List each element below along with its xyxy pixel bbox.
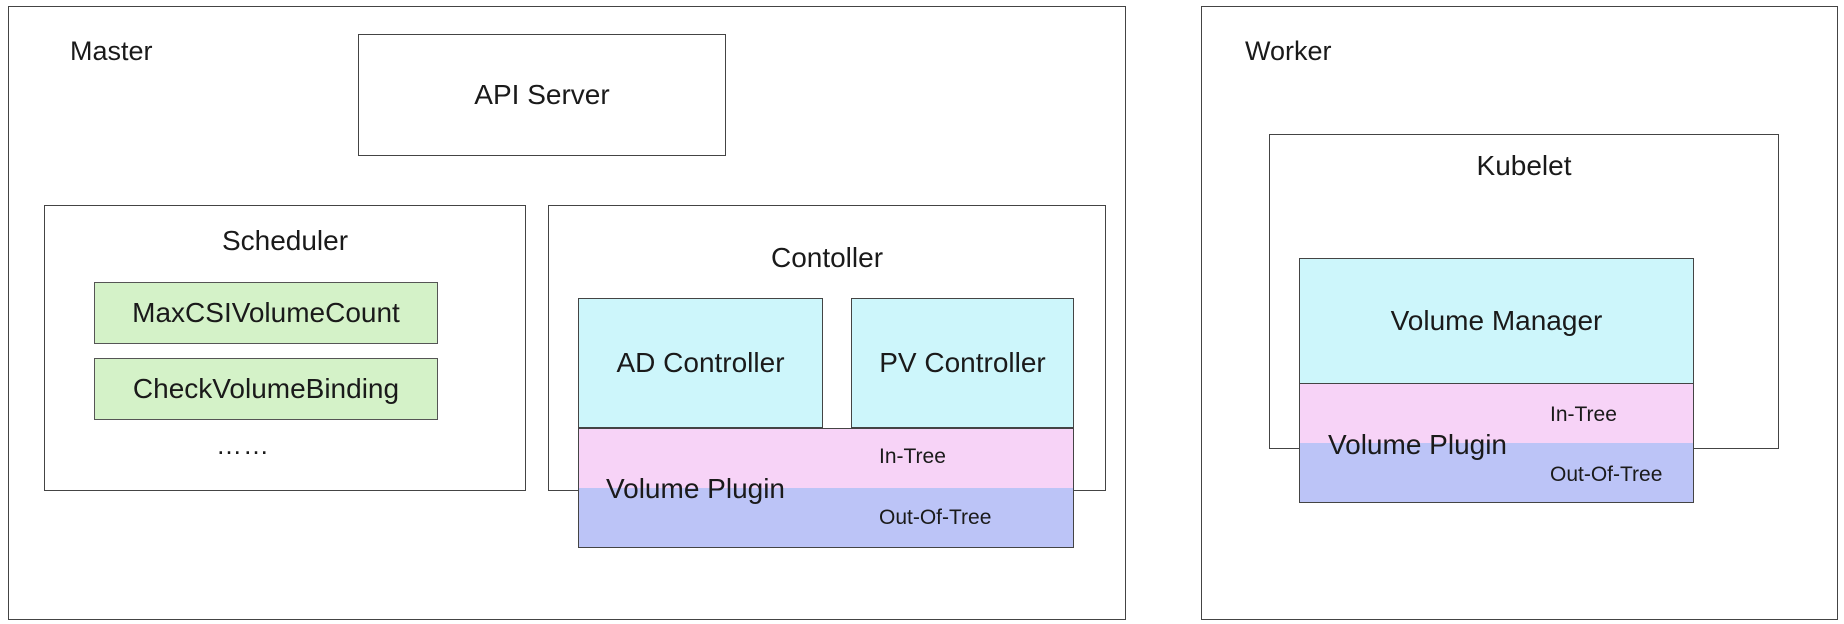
- api-server-box: API Server: [358, 34, 726, 156]
- volume-manager-box: Volume Manager: [1299, 258, 1694, 384]
- scheduler-title: Scheduler: [221, 225, 349, 256]
- scheduler-more-ellipsis: ……: [216, 430, 270, 460]
- scheduler-plugin-checkvolumebinding: CheckVolumeBinding: [94, 358, 438, 420]
- worker-label: Worker: [1245, 36, 1332, 66]
- scheduler-plugin-label: MaxCSIVolumeCount: [132, 297, 400, 328]
- volume-plugin-label: Volume Plugin: [1328, 429, 1508, 460]
- controller-volume-plugin-box: Volume Plugin In-Tree Out-Of-Tree: [578, 428, 1074, 548]
- kubelet-title: Kubelet: [1476, 150, 1572, 181]
- in-tree-label: In-Tree: [1550, 403, 1617, 426]
- out-of-tree-label: Out-Of-Tree: [879, 506, 992, 529]
- controller-title: Contoller: [770, 242, 884, 273]
- pv-controller-box: PV Controller: [851, 298, 1074, 428]
- kubelet-volume-plugin-box: Volume Plugin In-Tree Out-Of-Tree: [1299, 383, 1694, 503]
- volume-plugin-label: Volume Plugin: [606, 473, 786, 504]
- scheduler-box: Scheduler: [44, 205, 526, 491]
- pv-controller-label: PV Controller: [879, 347, 1046, 378]
- scheduler-plugin-maxcsivolumecount: MaxCSIVolumeCount: [94, 282, 438, 344]
- api-server-label: API Server: [474, 79, 610, 110]
- out-of-tree-label: Out-Of-Tree: [1550, 463, 1663, 486]
- in-tree-label: In-Tree: [879, 445, 946, 468]
- volume-manager-label: Volume Manager: [1390, 305, 1603, 336]
- scheduler-plugin-label: CheckVolumeBinding: [132, 373, 400, 404]
- ad-controller-box: AD Controller: [578, 298, 823, 428]
- ad-controller-label: AD Controller: [616, 347, 785, 378]
- master-label: Master: [70, 36, 153, 66]
